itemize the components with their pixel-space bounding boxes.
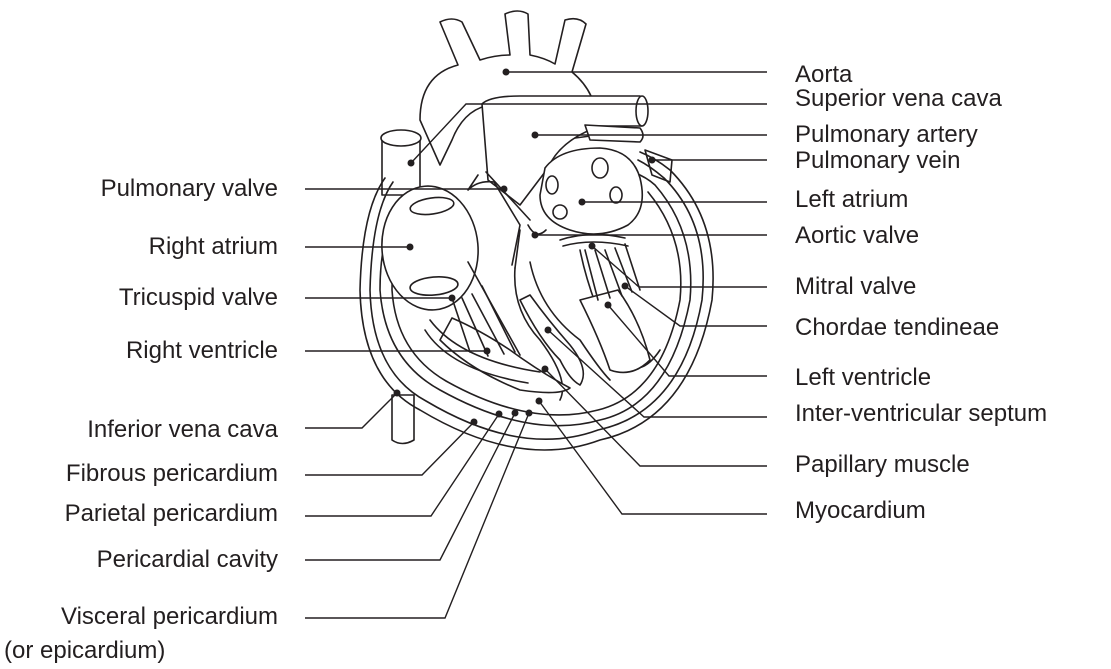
label-papillary-muscle: Papillary muscle [795, 451, 970, 478]
labels-right: Aorta Superior vena cava Pulmonary arter… [795, 61, 1047, 524]
label-aortic-valve: Aortic valve [795, 222, 919, 249]
label-visceral-pericardium-sub: (or epicardium) [4, 637, 165, 664]
label-chordae-tendineae: Chordae tendineae [795, 314, 999, 341]
label-fibrous-pericardium: Fibrous pericardium [66, 460, 278, 487]
label-visceral-pericardium: Visceral pericardium [61, 603, 278, 630]
label-left-atrium: Left atrium [795, 186, 908, 213]
label-pulmonary-vein: Pulmonary vein [795, 147, 960, 174]
leader-fibrous-pericardium [305, 422, 474, 475]
label-aorta: Aorta [795, 61, 853, 88]
label-pulmonary-artery: Pulmonary artery [795, 121, 978, 148]
label-mitral-valve: Mitral valve [795, 273, 916, 300]
label-parietal-pericardium: Parietal pericardium [65, 500, 278, 527]
labels-left: Pulmonary valve Right atrium Tricuspid v… [4, 175, 279, 664]
label-left-ventricle: Left ventricle [795, 364, 931, 391]
label-superior-vena-cava: Superior vena cava [795, 85, 1002, 112]
label-myocardium: Myocardium [795, 497, 926, 524]
leader-myocardium [539, 401, 767, 514]
label-pulmonary-valve: Pulmonary valve [101, 175, 278, 202]
label-right-atrium: Right atrium [149, 233, 278, 260]
heart-illustration [360, 11, 713, 450]
leader-inferior-vena-cava [305, 393, 397, 428]
label-tricuspid-valve: Tricuspid valve [119, 284, 278, 311]
label-inferior-vena-cava: Inferior vena cava [87, 416, 278, 443]
label-inter-ventricular-septum: Inter-ventricular septum [795, 400, 1047, 427]
label-right-ventricle: Right ventricle [126, 337, 278, 364]
label-pericardial-cavity: Pericardial cavity [97, 546, 278, 573]
leader-chordae-tendineae [625, 286, 767, 326]
